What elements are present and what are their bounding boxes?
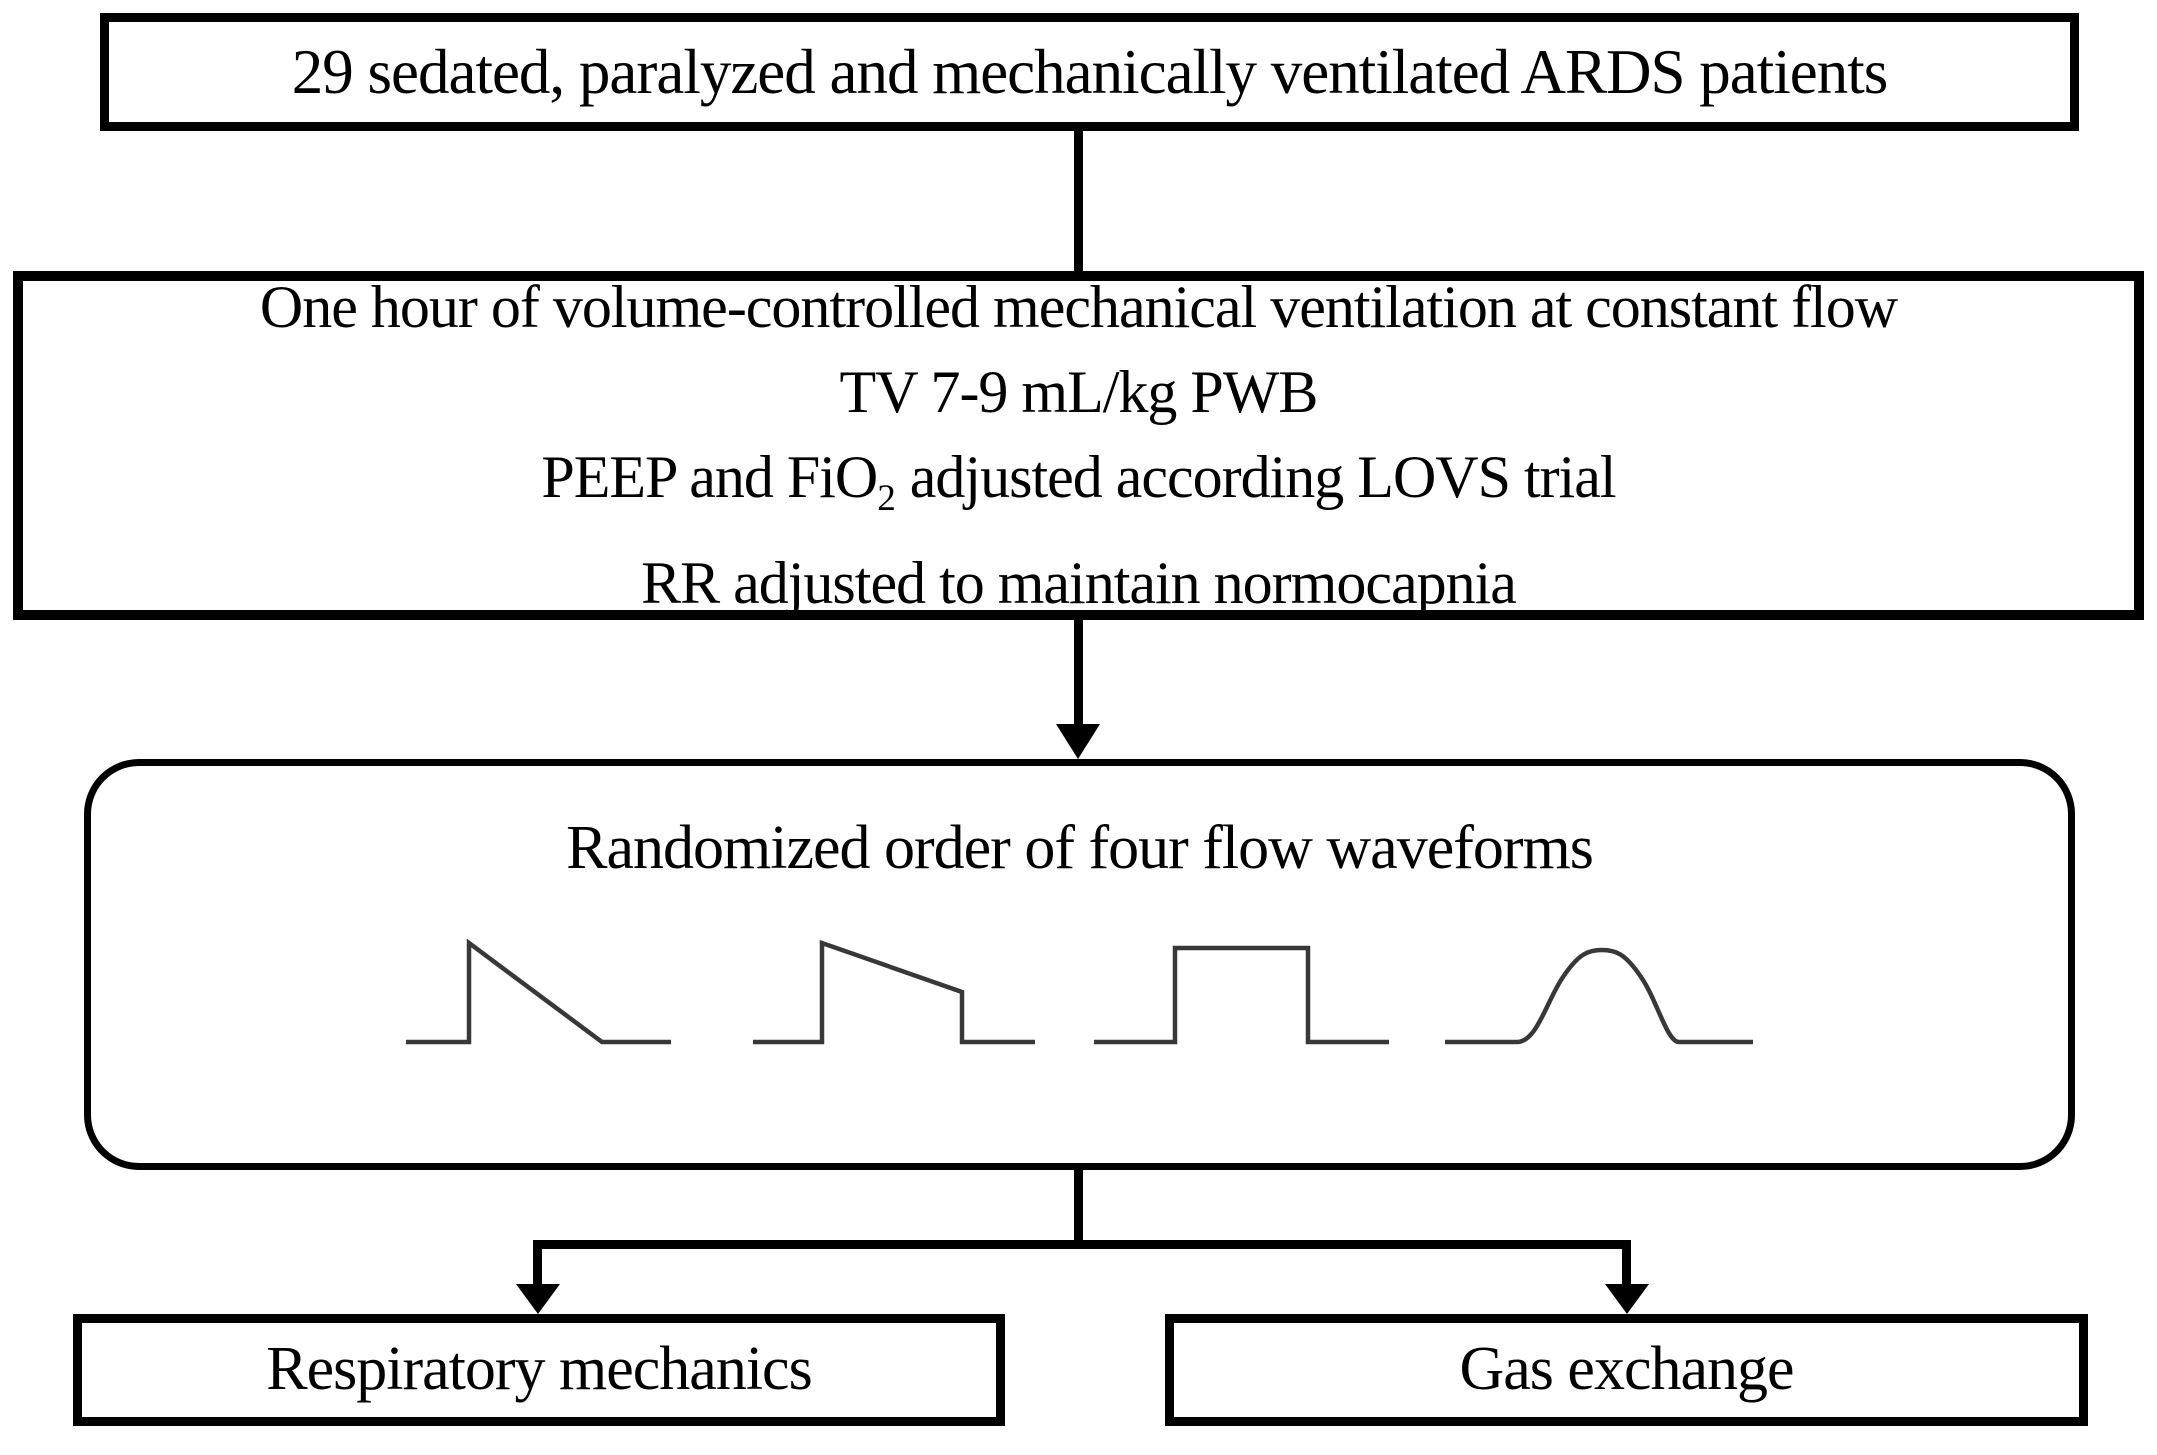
patients-box-label: 29 sedated, paralyzed and mechanically v… (291, 36, 1888, 107)
peep-fio2-text-tail: adjusted according LOVS trial (895, 444, 1617, 510)
protocol-line-tidal-volume: TV 7-9 mL/kg PWB (839, 359, 1319, 425)
protocol-text: One hour of volume-controlled mechanical… (23, 265, 2134, 626)
respiratory-mechanics-box: Respiratory mechanics (73, 1314, 1005, 1426)
sinusoidal-waveform-icon (1445, 947, 1753, 1045)
gas-exchange-label: Gas exchange (1459, 1335, 1795, 1404)
truncated-descending-ramp-waveform-icon (753, 939, 1035, 1045)
descending-ramp-waveform-icon (406, 938, 671, 1045)
respiratory-mechanics-label: Respiratory mechanics (266, 1335, 812, 1404)
patients-box: 29 sedated, paralyzed and mechanically v… (100, 13, 2079, 131)
randomized-box-title: Randomized order of four flow waveforms (566, 814, 1594, 882)
fio2-subscript: 2 (877, 478, 896, 519)
arrowhead-down-icon (1605, 1284, 1649, 1314)
randomized-order-box: Randomized order of four flow waveforms (84, 759, 2075, 1170)
square-waveform-icon (1094, 945, 1389, 1045)
split-connector-stem (1074, 1170, 1083, 1245)
arrowhead-down-icon (516, 1284, 560, 1314)
split-connector-right-stub (1622, 1240, 1631, 1288)
arrow-protocol-to-randomized (1074, 620, 1083, 725)
protocol-line-peep-fio2: PEEP and FiO2 adjusted according LOVS tr… (23, 435, 2134, 541)
split-connector-horizontal (533, 1240, 1631, 1249)
protocol-line-respiratory-rate: RR adjusted to maintain normocapnia (641, 550, 1517, 616)
flow-waveforms-row (91, 920, 2068, 1050)
split-connector-left-stub (533, 1240, 542, 1288)
protocol-line-ventilation: One hour of volume-controlled mechanical… (259, 274, 1898, 340)
protocol-box: One hour of volume-controlled mechanical… (13, 271, 2144, 620)
arrowhead-down-icon (1056, 724, 1100, 759)
peep-fio2-text: PEEP and FiO (541, 444, 878, 510)
gas-exchange-box: Gas exchange (1165, 1314, 2088, 1426)
connector-patients-to-protocol (1074, 131, 1083, 271)
